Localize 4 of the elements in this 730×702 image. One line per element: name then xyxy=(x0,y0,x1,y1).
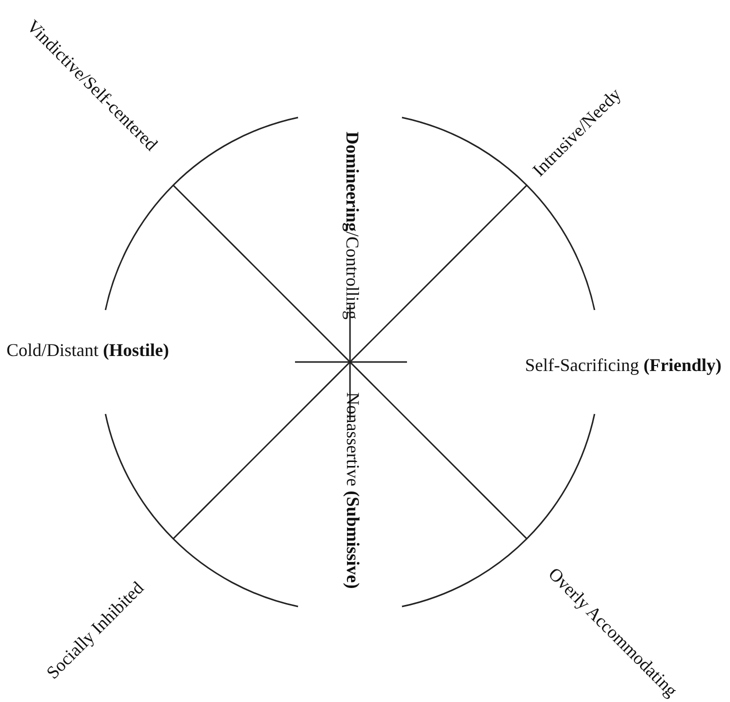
axis-label: Domineering/Controlling xyxy=(342,131,362,319)
axis-label: Nonassertive (Submissive) xyxy=(341,392,362,588)
axis-label: Cold/Distant (Hostile) xyxy=(6,340,169,360)
axis-label: Self-Sacrificing (Friendly) xyxy=(525,354,722,376)
